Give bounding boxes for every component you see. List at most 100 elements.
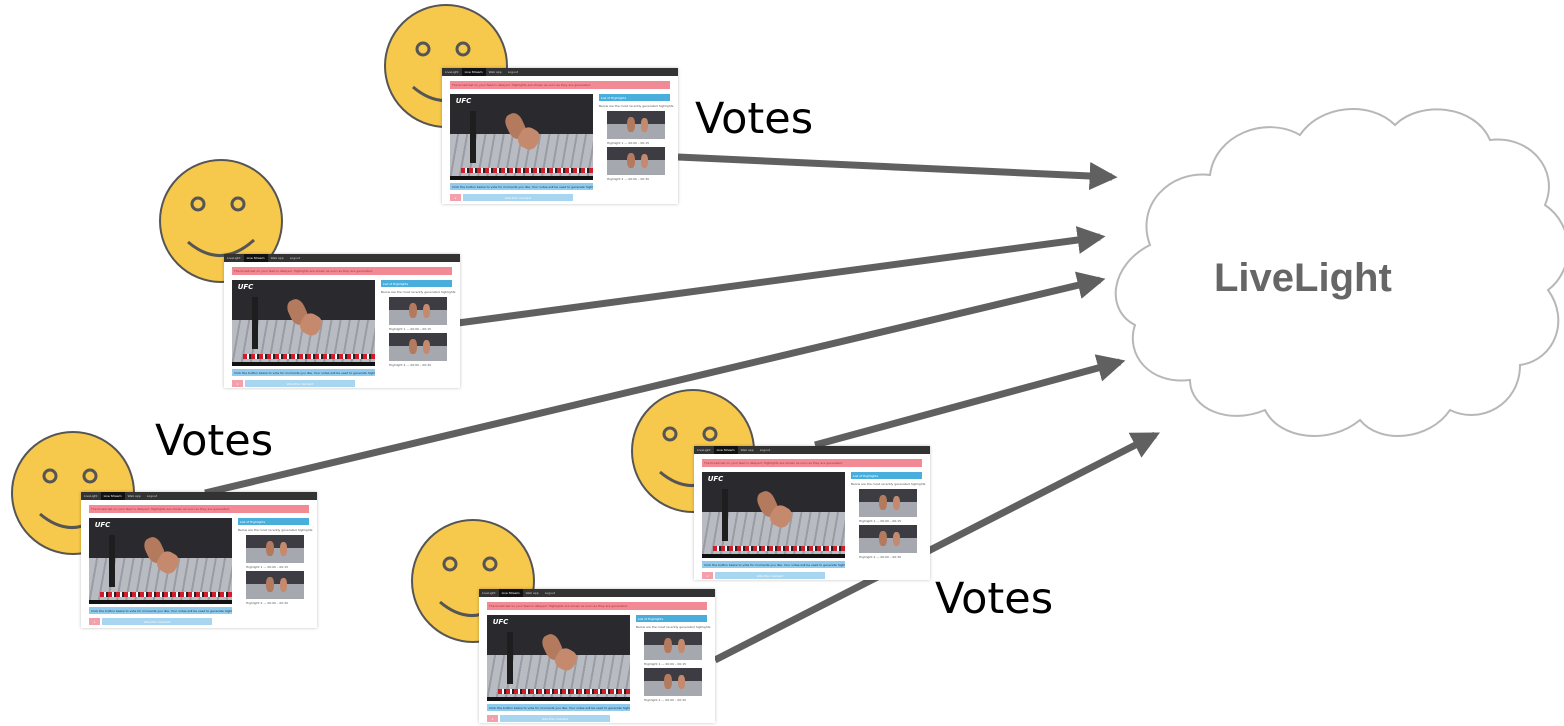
highlights-description: Below are the most recently generated hi…	[238, 528, 313, 532]
highlights-description: Below are the most recently generated hi…	[381, 290, 456, 294]
vote-info-bar: Click the button below to vote for momen…	[487, 704, 630, 711]
smiley-face-icon	[159, 159, 283, 283]
vote-info-bar: Click the button below to vote for momen…	[702, 561, 845, 568]
highlight-thumbnail-1	[644, 632, 702, 660]
video-logo: UFC	[492, 617, 509, 626]
video-player: UFC	[89, 518, 232, 604]
nav-item-live-stream: Live Stream	[243, 254, 268, 262]
arrow-user-2	[457, 226, 1106, 327]
highlight-thumbnail-2	[246, 571, 304, 599]
delay-alert: The broadcast on your feed is delayed. H…	[487, 602, 707, 610]
votes-label-left: Votes	[155, 416, 274, 466]
video-player: UFC	[232, 280, 375, 366]
livelight-app-screenshot: LiveLight Live Stream Web app Logout The…	[81, 492, 317, 628]
highlight-thumbnail-2	[607, 147, 665, 175]
nav-item-live-stream: Live Stream	[100, 492, 125, 500]
highlights-header: List of Highlights	[599, 94, 670, 101]
highlights-header: List of Highlights	[851, 472, 922, 479]
highlight-caption-2: Highlight 2 — 00:00 – 00:30	[644, 698, 687, 702]
app-navbar: LiveLight Live Stream Web app Logout	[442, 68, 678, 76]
highlight-caption-2: Highlight 2 — 00:00 – 00:30	[246, 601, 289, 605]
highlights-header: List of Highlights	[636, 615, 707, 622]
highlight-caption-1: Highlight 1 — 00:00 – 00:15	[246, 565, 289, 569]
livelight-app-screenshot: LiveLight Live Stream Web app Logout The…	[224, 254, 460, 388]
video-player: UFC	[450, 94, 593, 180]
dismiss-button: x	[450, 194, 461, 201]
livelight-label: LiveLight	[1214, 256, 1392, 300]
highlight-thumbnail-1	[246, 535, 304, 563]
app-navbar: LiveLight Live Stream Web app Logout	[224, 254, 460, 262]
highlight-caption-1: Highlight 1 — 00:00 – 00:15	[644, 662, 687, 666]
vote-button: Vote this moment	[102, 618, 212, 625]
vote-arrows	[204, 153, 1160, 664]
delay-alert: The broadcast on your feed is delayed. H…	[232, 267, 452, 275]
highlight-caption-1: Highlight 1 — 00:00 – 00:15	[607, 141, 650, 145]
vote-info-bar: Click the button below to vote for momen…	[232, 369, 375, 376]
arrow-user-3	[204, 271, 1106, 497]
nav-item-web-app: Web app	[270, 256, 284, 260]
app-navbar: LiveLight Live Stream Web app Logout	[81, 492, 317, 500]
video-logo: UFC	[94, 520, 111, 529]
nav-item-web-app: Web app	[488, 70, 502, 74]
highlights-description: Below are the most recently generated hi…	[599, 104, 674, 108]
video-logo: UFC	[707, 474, 724, 483]
vote-button: Vote this moment	[245, 380, 355, 387]
livelight-app-screenshot: LiveLight Live Stream Web app Logout The…	[479, 589, 715, 723]
video-logo: UFC	[455, 96, 472, 105]
nav-item-web-app: Web app	[127, 494, 141, 498]
video-player: UFC	[702, 472, 845, 558]
nav-item-brand: LiveLight	[697, 448, 711, 452]
nav-item-logout: Logout	[146, 494, 157, 498]
votes-label-bottom: Votes	[935, 574, 1054, 624]
video-logo: UFC	[237, 282, 254, 291]
vote-button: Vote this moment	[715, 572, 825, 579]
highlights-description: Below are the most recently generated hi…	[851, 482, 926, 486]
delay-alert: The broadcast on your feed is delayed. H…	[89, 505, 309, 513]
livelight-app-screenshot: LiveLight Live Stream Web app Logout The…	[694, 446, 930, 580]
nav-item-logout: Logout	[507, 70, 518, 74]
delay-alert: The broadcast on your feed is delayed. H…	[450, 81, 670, 89]
nav-item-logout: Logout	[759, 448, 770, 452]
arrow-user-4	[814, 354, 1126, 449]
nav-item-brand: LiveLight	[227, 256, 241, 260]
nav-item-live-stream: Live Stream	[461, 68, 486, 76]
highlight-thumbnail-1	[859, 489, 917, 517]
livelight-app-screenshot: LiveLight Live Stream Web app Logout The…	[442, 68, 678, 204]
dismiss-button: x	[89, 618, 100, 625]
vote-button: Vote this moment	[463, 194, 573, 201]
votes-label-top: Votes	[695, 94, 814, 144]
app-navbar: LiveLight Live Stream Web app Logout	[479, 589, 715, 597]
highlights-header: List of Highlights	[381, 280, 452, 287]
highlight-caption-2: Highlight 2 — 00:00 – 00:30	[389, 363, 432, 367]
cloud-shape	[1114, 108, 1564, 437]
highlight-thumbnail-1	[389, 297, 447, 325]
nav-item-live-stream: Live Stream	[713, 446, 738, 454]
dismiss-button: x	[487, 715, 498, 722]
highlights-description: Below are the most recently generated hi…	[636, 625, 711, 629]
highlight-thumbnail-2	[859, 525, 917, 553]
arrow-user-5	[713, 431, 1160, 664]
dismiss-button: x	[232, 380, 243, 387]
nav-item-logout: Logout	[544, 591, 555, 595]
nav-item-brand: LiveLight	[482, 591, 496, 595]
delay-alert: The broadcast on your feed is delayed. H…	[702, 459, 922, 467]
arrow-user-1	[677, 153, 1118, 190]
highlights-header: List of Highlights	[238, 518, 309, 525]
dismiss-button: x	[702, 572, 713, 579]
highlight-thumbnail-1	[607, 111, 665, 139]
nav-item-live-stream: Live Stream	[498, 589, 523, 597]
video-player: UFC	[487, 615, 630, 701]
highlight-thumbnail-2	[389, 333, 447, 361]
highlight-caption-1: Highlight 1 — 00:00 – 00:15	[859, 519, 902, 523]
nav-item-logout: Logout	[289, 256, 300, 260]
app-navbar: LiveLight Live Stream Web app Logout	[694, 446, 930, 454]
vote-info-bar: Click the button below to vote for momen…	[89, 607, 232, 614]
vote-button: Vote this moment	[500, 715, 610, 722]
highlight-caption-1: Highlight 1 — 00:00 – 00:15	[389, 327, 432, 331]
highlight-caption-2: Highlight 2 — 00:00 – 00:30	[607, 177, 650, 181]
highlight-caption-2: Highlight 2 — 00:00 – 00:30	[859, 555, 902, 559]
vote-info-bar: Click the button below to vote for momen…	[450, 183, 593, 190]
nav-item-web-app: Web app	[525, 591, 539, 595]
nav-item-web-app: Web app	[740, 448, 754, 452]
